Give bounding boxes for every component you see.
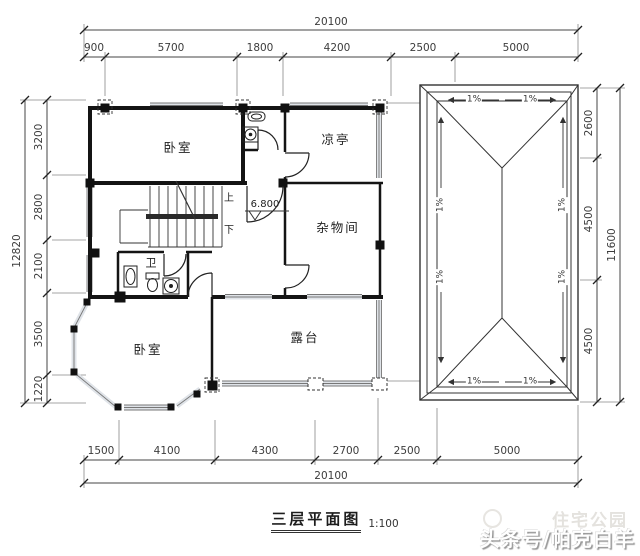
roof-slope-label: 1% <box>557 196 568 214</box>
doors <box>163 129 310 298</box>
dim-top-total: 20100 <box>314 15 348 28</box>
roof-slope-label: 1% <box>521 94 539 105</box>
dim-right-seg-3: 4500 <box>582 327 595 355</box>
roof-slope-label: 1% <box>465 94 483 105</box>
watermark-byline: 头条号/帕克白羊 <box>479 527 635 551</box>
watermark-brand: 住宅公园 <box>552 511 628 531</box>
roof-slope-label: 1% <box>435 196 446 214</box>
dimension-ticks <box>20 25 625 488</box>
sink-icon-2 <box>123 265 138 288</box>
toilet-icon <box>145 272 160 292</box>
dim-top-seg-5: 2500 <box>409 41 437 54</box>
dim-bottom-seg-1: 1500 <box>87 444 115 457</box>
dim-top-seg-1: 900 <box>83 41 105 54</box>
dim-left-seg-1: 3200 <box>32 123 45 151</box>
dimension-lines <box>24 29 621 484</box>
dim-top-seg-4: 4200 <box>323 41 351 54</box>
roof-slope-label: 1% <box>557 268 568 286</box>
dim-left-seg-5: 1220 <box>32 375 45 403</box>
walls <box>88 106 383 387</box>
dim-right-seg-1: 2600 <box>582 109 595 137</box>
dim-top-seg-2: 5700 <box>157 41 185 54</box>
room-label-bath: 卫 <box>145 256 159 270</box>
drawing-title-block: 三层平面图 1:100 <box>225 508 445 533</box>
room-label-storage: 杂物间 <box>316 219 360 235</box>
staircase <box>119 180 223 248</box>
room-label-bedroom-bottom: 卧室 <box>133 341 163 357</box>
dim-top-seg-6: 5000 <box>502 41 530 54</box>
dim-left-seg-4: 3500 <box>32 320 45 348</box>
roof-slope-label: 1% <box>435 268 446 286</box>
roof-slope-label: 1% <box>465 376 483 387</box>
dim-bottom-seg-3: 4300 <box>251 444 279 457</box>
dim-left-seg-2: 2800 <box>32 193 45 221</box>
bath-fixtures <box>123 111 266 295</box>
level-marker-icon <box>245 210 289 221</box>
stair-up-label: 上 <box>224 193 234 204</box>
room-label-bedroom-top: 卧室 <box>163 139 193 155</box>
windows <box>71 102 382 411</box>
level-value: 6.800 <box>250 199 280 210</box>
drawing-title: 三层平面图 <box>271 508 362 533</box>
room-label-pavilion: 凉亭 <box>321 131 351 147</box>
roof-plan <box>419 84 579 401</box>
roof-slope-label: 1% <box>521 376 539 387</box>
drawing-scale: 1:100 <box>368 518 399 530</box>
dim-right-total: 11600 <box>605 228 618 262</box>
stair-down-label: 下 <box>224 225 234 236</box>
sink-icon <box>247 111 266 122</box>
dim-bottom-seg-5: 2500 <box>393 444 421 457</box>
dim-bottom-seg-6: 5000 <box>493 444 521 457</box>
dim-bottom-seg-2: 4100 <box>153 444 181 457</box>
dim-left-total: 12820 <box>10 234 23 268</box>
dim-bottom-total: 20100 <box>312 469 350 482</box>
room-label-terrace: 露台 <box>290 329 320 345</box>
dim-left-seg-3: 2100 <box>32 252 45 280</box>
washer-icon-2 <box>162 277 180 295</box>
dim-bottom-seg-4: 2700 <box>332 444 360 457</box>
washer-icon <box>242 126 259 143</box>
columns <box>70 99 388 411</box>
watermark-logo-icon <box>483 509 502 528</box>
extension-lines <box>20 24 625 488</box>
dim-right-seg-2: 4500 <box>582 205 595 233</box>
dim-top-seg-3: 1800 <box>246 41 274 54</box>
